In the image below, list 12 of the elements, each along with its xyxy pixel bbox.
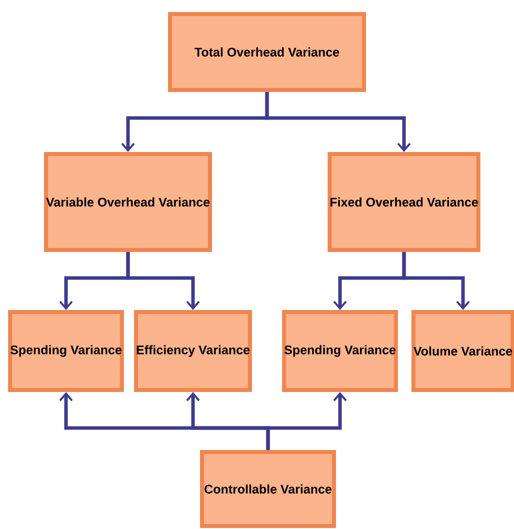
variance-box: Efficiency Variance: [134, 310, 252, 392]
arrow: [265, 92, 411, 152]
variance-box: Total Overhead Variance: [168, 12, 366, 92]
variance-box: Volume Variance: [411, 310, 514, 392]
variance-box: Controllable Variance: [200, 450, 336, 528]
arrow: [402, 252, 470, 310]
variance-box: Fixed Overhead Variance: [328, 152, 480, 252]
variance-box: Spending Variance: [282, 310, 398, 392]
variance-box: Spending Variance: [8, 310, 124, 392]
arrow: [126, 252, 200, 310]
variance-box: Variable Overhead Variance: [44, 152, 212, 252]
arrow: [266, 392, 347, 450]
